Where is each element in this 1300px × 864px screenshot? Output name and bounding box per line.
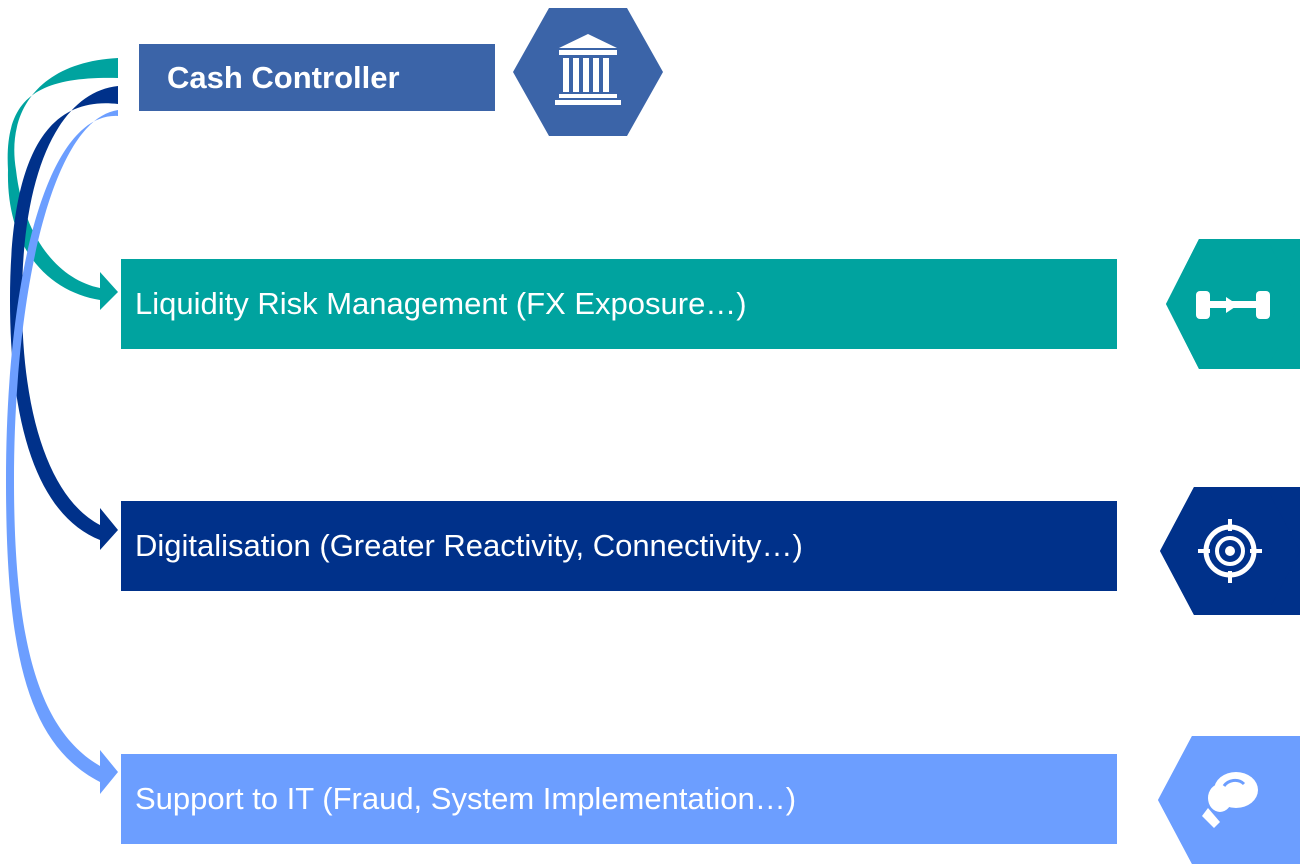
- dumbbell-icon: [1166, 239, 1300, 369]
- page-title: Cash Controller: [167, 59, 400, 95]
- liquidity-risk-bar: Liquidity Risk Management (FX Exposure…): [121, 259, 1117, 349]
- boxing-glove-icon: [1158, 736, 1300, 864]
- support-it-bar: Support to IT (Fraud, System Implementat…: [121, 754, 1117, 844]
- bank-icon: [513, 8, 663, 136]
- target-icon: [1160, 487, 1300, 615]
- arrow-digitalisation: [10, 86, 118, 550]
- digitalisation-bar: Digitalisation (Greater Reactivity, Conn…: [121, 501, 1117, 591]
- digitalisation-label: Digitalisation (Greater Reactivity, Conn…: [135, 528, 803, 563]
- liquidity-risk-label: Liquidity Risk Management (FX Exposure…): [135, 286, 747, 321]
- support-it-label: Support to IT (Fraud, System Implementat…: [135, 781, 797, 816]
- cash-controller-title: Cash Controller: [139, 44, 495, 111]
